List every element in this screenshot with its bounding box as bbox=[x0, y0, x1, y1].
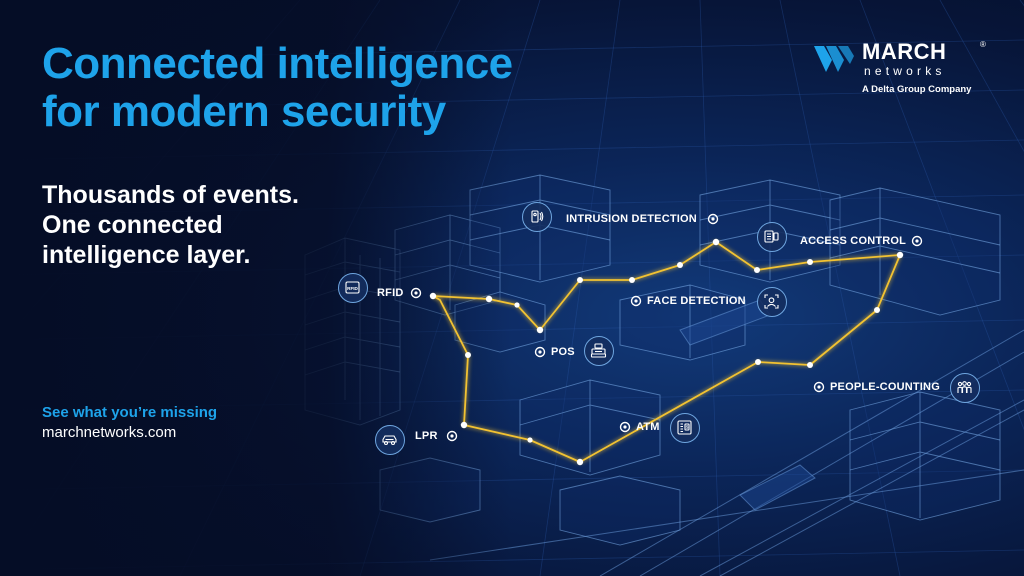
march-networks-logo: MARCH ® networks A Delta Group Company bbox=[812, 40, 988, 100]
keypad-reader-icon bbox=[757, 222, 787, 252]
headline-line-2: for modern security bbox=[42, 87, 446, 136]
headline: Connected intelligence for modern securi… bbox=[42, 40, 513, 136]
connection-route bbox=[429, 238, 904, 466]
svg-text:RFID: RFID bbox=[347, 286, 358, 291]
logo-registered-mark: ® bbox=[980, 40, 986, 49]
website-link[interactable]: marchnetworks.com bbox=[42, 424, 177, 441]
label-atm: ATM bbox=[636, 421, 660, 433]
subheadline: Thousands of events. One connected intel… bbox=[42, 180, 299, 270]
subhead-line-2: One connected bbox=[42, 211, 223, 239]
label-people-counting: PEOPLE-COUNTING bbox=[830, 381, 940, 393]
atm-machine-icon: $ bbox=[670, 413, 700, 443]
subhead-line-3: intelligence layer. bbox=[42, 241, 251, 269]
car-icon bbox=[375, 425, 405, 455]
subhead-line-1: Thousands of events. bbox=[42, 181, 299, 209]
label-face-detection: FACE DETECTION bbox=[647, 295, 746, 307]
people-group-icon bbox=[950, 373, 980, 403]
headline-line-1: Connected intelligence bbox=[42, 39, 513, 88]
label-markers bbox=[410, 213, 923, 442]
march-logo-mark-icon bbox=[814, 46, 854, 72]
label-pos: POS bbox=[551, 346, 575, 358]
svg-text:$: $ bbox=[686, 425, 689, 430]
rfid-tag-icon: RFID bbox=[338, 273, 368, 303]
label-rfid: RFID bbox=[377, 287, 404, 299]
cash-register-icon bbox=[584, 336, 614, 366]
logo-tagline: A Delta Group Company bbox=[862, 84, 972, 95]
motion-sensor-icon bbox=[522, 202, 552, 232]
logo-subname: networks bbox=[864, 64, 946, 78]
cta-text: See what you’re missing bbox=[42, 404, 218, 421]
label-lpr: LPR bbox=[415, 430, 438, 442]
logo-name: MARCH bbox=[862, 39, 947, 64]
label-access-control: ACCESS CONTROL bbox=[800, 235, 907, 247]
label-intrusion-detection: INTRUSION DETECTION bbox=[566, 213, 697, 225]
face-scan-icon bbox=[757, 287, 787, 317]
